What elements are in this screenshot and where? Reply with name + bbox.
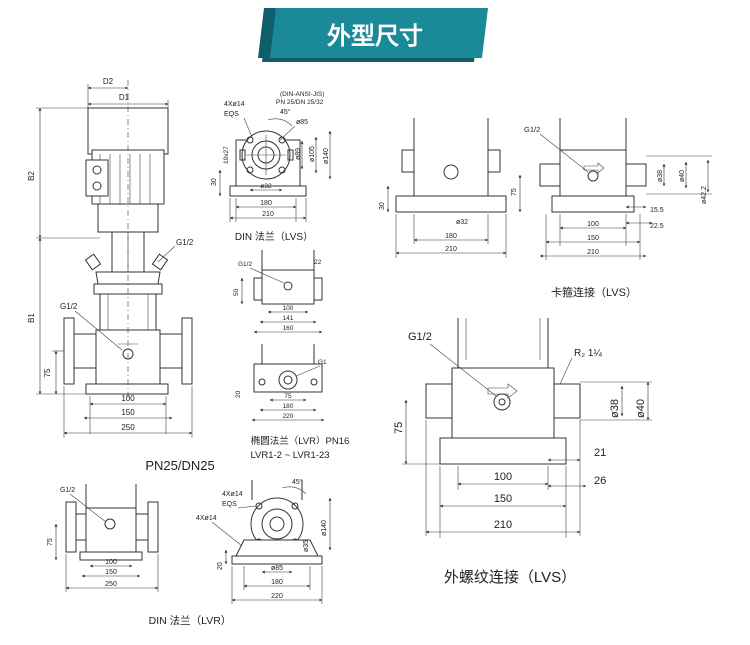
dim-w160: 160 [283, 325, 294, 332]
base-plate [85, 383, 169, 395]
din-lvr-flange-view: 4Xø14 EQS 4Xø14 45° ø140 ø35 20 ø85 180 … [196, 478, 332, 604]
dim-d1: D1 [119, 93, 130, 102]
dim-d40: ø40 [635, 399, 647, 418]
caption-lvr-range: LVR1-2 ~ LVR1-23 [250, 450, 329, 461]
dim-h20: 20 [235, 390, 242, 398]
dim-d85: ø85 [296, 119, 308, 126]
note-holes-1: 4Xø14 [222, 491, 243, 498]
note-eqs: EQS [222, 501, 237, 508]
caption-din-lvs: DIN 法兰（LVS） [235, 230, 313, 243]
dim-d32: ø32 [260, 183, 272, 190]
label-r2: R₂ 1¼ [574, 347, 602, 359]
dim-d38: ø38 [609, 399, 621, 418]
label-g1: G1 [318, 359, 327, 366]
dim-w150: 150 [121, 408, 135, 417]
thread-lvs-view: G1/2 R₂ 1¼ 75 ø38 ø40 21 26 100 150 210 [393, 318, 652, 538]
dim-d35: ø35 [303, 540, 310, 552]
dim-w210b: 210 [587, 249, 599, 256]
caption-clamp-lvs: 卡箍连接（LVS） [551, 285, 637, 299]
label-g12-upper: G1/2 [176, 238, 194, 247]
dim-d105: ø105 [309, 146, 316, 162]
dim-h50: 50 [233, 288, 240, 296]
dim-h30: 30 [379, 202, 386, 210]
clamp-lvs-views: 30 ø32 180 210 G1/2 75 ø38 ø40 ø42.2 15.… [379, 118, 712, 260]
pump-elevation-view: D2 D1 B2 B1 75 G1/2 G1/2 100 150 250 [27, 77, 194, 438]
label-g12: G1/2 [238, 261, 252, 268]
dim-w180: 180 [283, 403, 294, 410]
dim-d38: ø38 [657, 170, 664, 182]
label-g12: G1/2 [408, 331, 432, 343]
dim-h20: 20 [217, 562, 224, 570]
dim-w100: 100 [587, 221, 599, 228]
dim-d89: ø89 [295, 148, 302, 160]
dim-w180: 180 [260, 200, 272, 207]
dim-w180: 180 [445, 233, 457, 240]
dim-b2: B2 [27, 171, 36, 181]
dim-h75: 75 [393, 422, 405, 434]
note-pn-dn: PN 25/DN 25/32 [276, 99, 324, 106]
dim-w210: 210 [262, 211, 274, 218]
dim-w220: 220 [283, 413, 294, 420]
dim-w150: 150 [494, 493, 512, 505]
banner-left-stripe [258, 8, 276, 58]
caption-oval-lvr: 椭圆法兰（LVR）PN16 [251, 435, 350, 447]
dim-w100: 100 [494, 471, 512, 483]
title-banner: 外型尺寸 [258, 8, 488, 62]
label-g12-lower: G1/2 [60, 302, 78, 311]
dim-w250: 250 [105, 581, 117, 588]
dim-w180: 180 [271, 579, 283, 586]
dim-d140: ø140 [321, 520, 328, 536]
label-g12: G1/2 [60, 487, 75, 494]
note-standard: (DIN-ANSI-JIS) [280, 91, 324, 98]
dim-d2: D2 [103, 77, 114, 86]
dim-slot: 19x27 [223, 146, 230, 164]
note-angle: 45° [280, 108, 291, 116]
dim-d21: 21 [594, 447, 606, 459]
dim-w250: 250 [121, 423, 135, 432]
dim-w150: 150 [587, 235, 599, 242]
label-g12: G1/2 [524, 125, 540, 134]
inlet-flange [63, 317, 75, 385]
outlet-flange [181, 317, 193, 385]
terminal-box [85, 159, 109, 197]
dim-d26: 26 [594, 475, 606, 487]
note-angle: 45° [292, 478, 303, 486]
dim-d22: 22 [314, 259, 322, 266]
note-holes: 4Xø14 [224, 101, 245, 108]
oval-lvr-views: G1/2 22 50 100 141 160 G1 20 75 180 220 [233, 250, 327, 422]
din-lvr-side-view: G1/2 75 100 150 250 [47, 484, 159, 592]
dim-w150: 150 [105, 569, 117, 576]
dim-w210: 210 [445, 246, 457, 253]
dim-d42: ø42.2 [701, 186, 708, 204]
dim-d22: 22.5 [650, 223, 664, 230]
dim-b1: B1 [27, 313, 36, 323]
page-title: 外型尺寸 [327, 22, 423, 50]
dim-h75: 75 [43, 368, 52, 377]
dim-w220: 220 [271, 593, 283, 600]
note-holes-2: 4Xø14 [196, 515, 217, 522]
dim-d32: ø32 [456, 219, 468, 226]
dim-h30: 30 [211, 178, 218, 186]
dim-w100: 100 [121, 394, 135, 403]
banner-panel [270, 8, 488, 58]
cable-gland-icon [92, 181, 102, 191]
cable-gland-icon [92, 165, 102, 175]
caption-thread-lvs: 外螺纹连接（LVS） [444, 569, 576, 586]
din-lvs-flange-view: 4Xø14 EQS (DIN-ANSI-JIS) PN 25/DN 25/32 … [211, 91, 332, 222]
dim-w100: 100 [105, 559, 117, 566]
dim-d85: ø85 [271, 565, 283, 572]
dim-w100: 100 [283, 305, 294, 312]
caption-din-lvr: DIN 法兰（LVR） [149, 614, 232, 627]
dim-d15: 15.5 [650, 207, 664, 214]
dim-w75: 75 [284, 393, 292, 400]
dim-w141: 141 [283, 315, 294, 322]
dim-d140: ø140 [323, 148, 330, 164]
caption-pn25: PN25/DN25 [145, 458, 214, 473]
dim-h75: 75 [511, 188, 518, 196]
dim-d40: ø40 [679, 170, 686, 182]
dim-w210: 210 [494, 519, 512, 531]
dim-h75: 75 [47, 538, 54, 546]
note-eqs: EQS [224, 111, 239, 118]
